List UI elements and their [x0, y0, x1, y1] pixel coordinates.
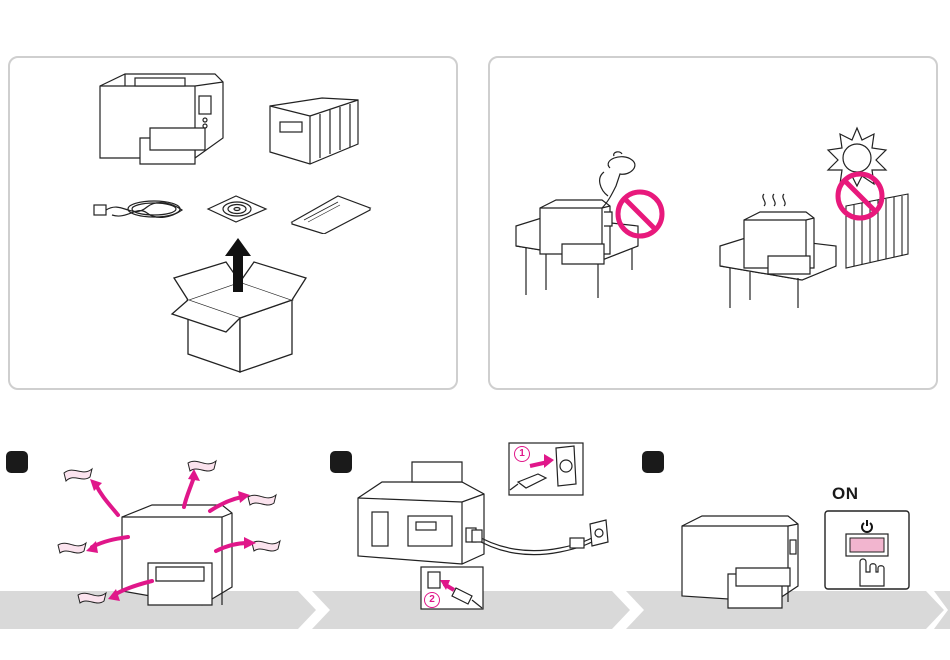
remove-tape-illustration: [52, 455, 297, 615]
step-badge: [330, 451, 352, 473]
printer-icon: [95, 66, 230, 171]
step-number-wall: 1: [514, 446, 530, 462]
step-badge: [6, 451, 28, 473]
manual-booklet-icon: [290, 194, 372, 234]
printer-icon: [678, 510, 808, 610]
up-arrow-icon: [225, 238, 251, 294]
power-on-label: ON: [832, 484, 859, 504]
step-number-printer: 2: [424, 592, 440, 608]
prohibited-icon: [614, 188, 666, 240]
power-cord-icon: [92, 195, 187, 225]
prohibited-icon: [834, 170, 886, 222]
wall-outlet-icon: [588, 518, 610, 548]
ink-cartridges-icon: [262, 92, 362, 167]
power-button-inset: [824, 510, 910, 590]
cd-disc-icon: [206, 194, 268, 224]
step-badge: [642, 451, 664, 473]
